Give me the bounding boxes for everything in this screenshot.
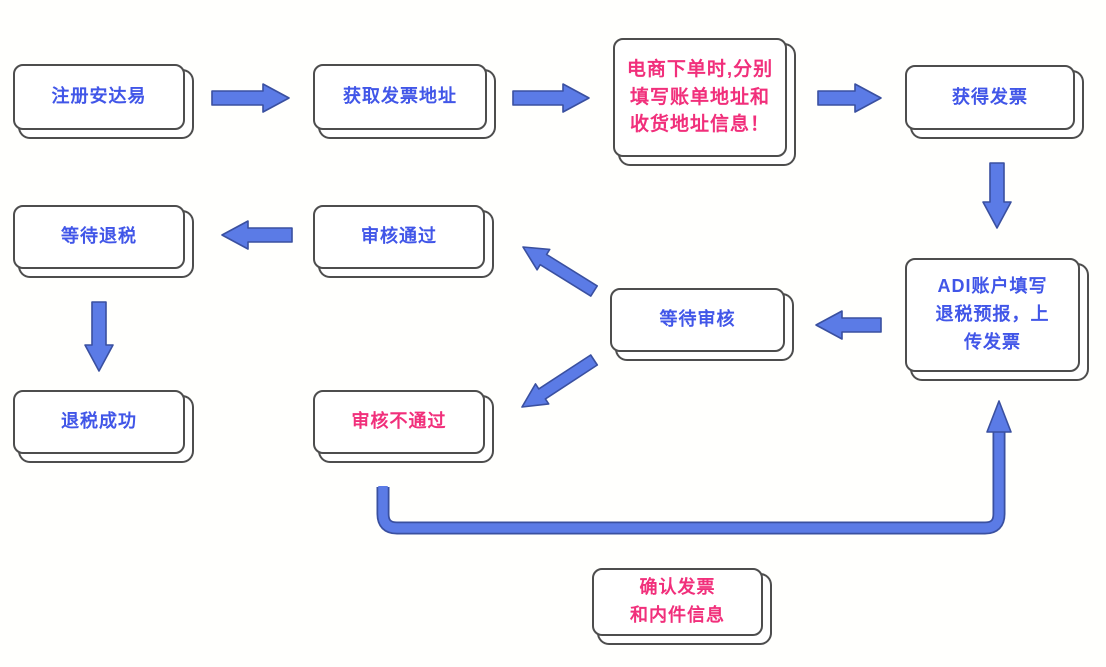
arrow-wait-refund-to-refund-success (84, 301, 114, 372)
node-register: 注册安达易 (13, 64, 185, 130)
node-get-invoice-address-label: 获取发票地址 (343, 86, 457, 107)
node-confirm-invoice: 确认发票 和内件信息 (592, 568, 763, 636)
arrow-obtain-invoice-to-adi-account (982, 162, 1012, 229)
node-wait-refund-label: 等待退税 (61, 226, 137, 247)
node-confirm-invoice-label: 确认发票 和内件信息 (630, 577, 725, 625)
node-order-note-label: 电商下单时,分别 填写账单地址和 收货地址信息！ (626, 59, 774, 136)
arrow-register-to-get-invoice-address (211, 83, 290, 113)
arrow-get-invoice-address-to-order-note (512, 83, 590, 113)
node-wait-review-label: 等待审核 (659, 309, 736, 330)
node-review-passed: 审核通过 (313, 205, 485, 269)
node-adi-account: ADI账户填写 退税预报，上 传发票 (905, 258, 1080, 372)
node-obtain-invoice: 获得发票 (905, 65, 1075, 130)
arrow-review-passed-to-wait-refund (221, 220, 293, 250)
arrow-wait-review-to-review-passed (522, 246, 599, 297)
node-wait-refund: 等待退税 (13, 205, 185, 269)
node-adi-account-label: ADI账户填写 退税预报，上 传发票 (935, 276, 1050, 352)
arrow-order-note-to-obtain-invoice (817, 83, 882, 113)
arrow-adi-account-to-wait-review (815, 310, 882, 340)
node-get-invoice-address: 获取发票地址 (313, 64, 487, 130)
arrow-wait-review-to-review-failed (521, 354, 599, 408)
node-review-passed-label: 审核通过 (361, 226, 437, 247)
node-review-failed-label: 审核不通过 (351, 411, 447, 432)
node-register-label: 注册安达易 (51, 86, 147, 107)
node-order-note: 电商下单时,分别 填写账单地址和 收货地址信息！ (613, 38, 787, 157)
node-refund-success-label: 退税成功 (61, 411, 137, 432)
node-wait-review: 等待审核 (610, 288, 785, 352)
node-refund-success: 退税成功 (13, 390, 185, 454)
node-review-failed: 审核不通过 (313, 390, 485, 454)
node-obtain-invoice-label: 获得发票 (952, 86, 1028, 107)
